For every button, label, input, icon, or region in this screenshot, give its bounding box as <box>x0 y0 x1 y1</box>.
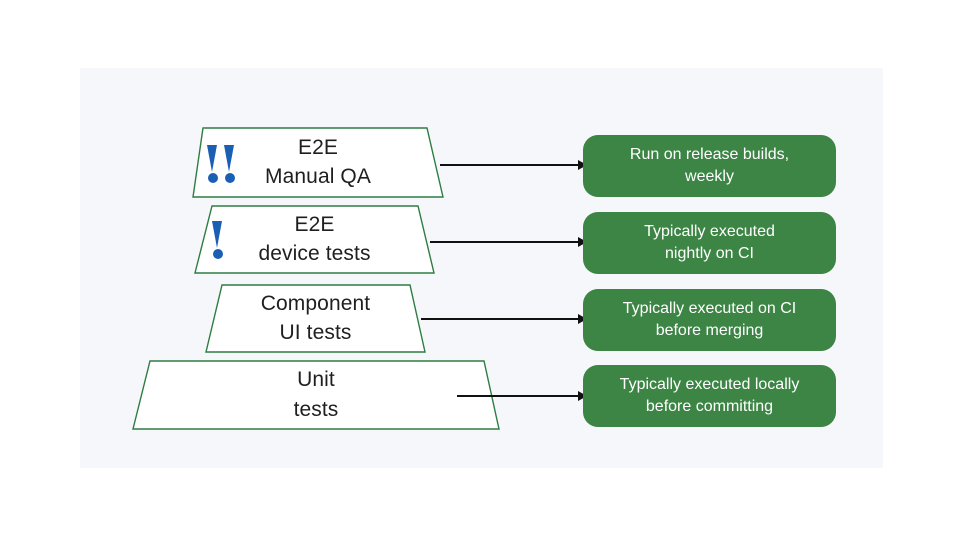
exclamation-dot <box>212 249 223 259</box>
arrow-head-icon <box>578 391 587 401</box>
exclamation-stem <box>207 145 217 172</box>
callout-text-line1: Typically executed <box>644 223 775 241</box>
callout-manual-qa[interactable]: Run on release builds, weekly <box>583 135 836 197</box>
exclamation-dot <box>207 173 218 183</box>
trapezoid-shape-component-ui-tests <box>205 284 426 353</box>
arrow-line <box>440 164 586 166</box>
severity-indicator-high <box>207 145 235 183</box>
exclamation-dot <box>224 173 235 183</box>
callout-device-tests[interactable]: Typically executed nightly on CI <box>583 212 836 274</box>
severity-indicator-medium <box>212 221 223 259</box>
arrow-head-icon <box>578 160 587 170</box>
exclamation-icon <box>224 145 235 183</box>
callout-text-line2: before merging <box>655 322 764 339</box>
callout-text-line2: nightly on CI <box>665 245 754 262</box>
callout-unit-tests[interactable]: Typically executed locally before commit… <box>583 365 836 427</box>
exclamation-stem <box>212 221 222 248</box>
connector-arrow-manual-qa <box>440 160 587 170</box>
arrow-line <box>457 395 586 397</box>
trapezoid-shape-unit-tests <box>132 360 500 430</box>
arrow-head-icon <box>578 314 587 324</box>
callout-text-line1: Typically executed locally <box>619 376 800 394</box>
connector-arrow-component-ui <box>421 314 587 324</box>
connector-arrow-unit-tests <box>457 391 587 401</box>
pyramid-layer-e2e-device-tests[interactable]: E2E device tests <box>194 205 435 274</box>
pyramid-layer-unit-tests[interactable]: Unit tests <box>132 360 500 430</box>
callout-text-line1: Typically executed on CI <box>622 300 797 318</box>
exclamation-icon <box>212 221 223 259</box>
exclamation-stem <box>224 145 234 172</box>
callout-text-line2: before committing <box>645 398 774 415</box>
arrow-line <box>430 241 586 243</box>
pyramid-layer-component-ui-tests[interactable]: Component UI tests <box>205 284 426 353</box>
exclamation-icon <box>207 145 218 183</box>
callout-text-line2: weekly <box>685 168 734 185</box>
arrow-head-icon <box>578 237 587 247</box>
trapezoid-shape-e2e-device-tests <box>194 205 435 274</box>
connector-arrow-device-tests <box>430 237 587 247</box>
callout-component-ui[interactable]: Typically executed on CI before merging <box>583 289 836 351</box>
callout-text-line1: Run on release builds, <box>629 146 790 164</box>
trapezoid-shape-e2e-manual-qa <box>192 127 444 198</box>
arrow-line <box>421 318 586 320</box>
